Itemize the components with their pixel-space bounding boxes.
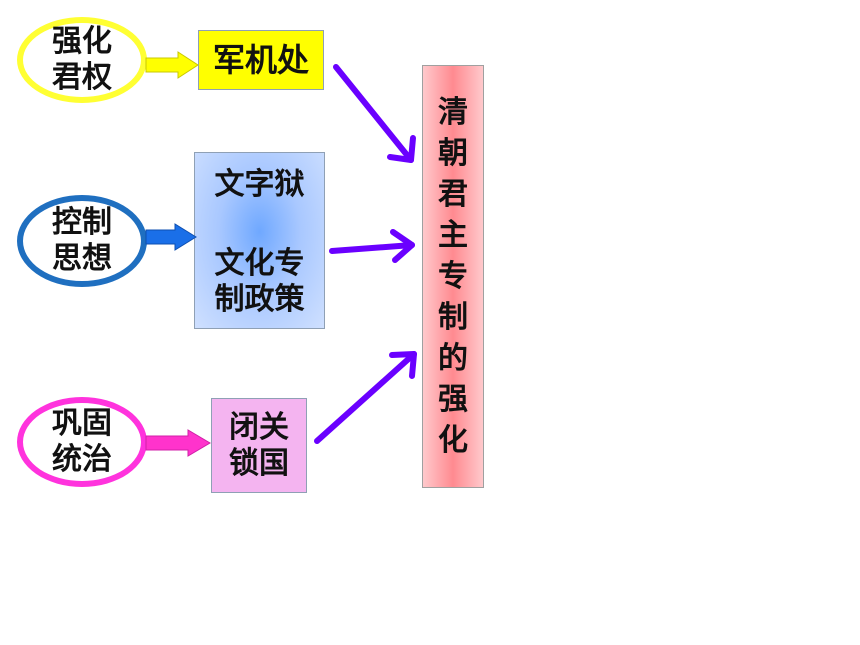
cause-text-line2: 思想 xyxy=(52,241,112,276)
block-arrow-yellow xyxy=(145,51,199,79)
measure-closed-door-box: 闭关 锁国 xyxy=(211,398,307,493)
purple-arrow-3 xyxy=(314,351,417,444)
measure-cultural-policy-box: 文字狱 文化专 制政策 xyxy=(194,152,325,329)
cause-text-line1: 控制 xyxy=(52,205,112,240)
measure-text-line2: 锁国 xyxy=(229,445,289,481)
measure-text-line2: 制政策 xyxy=(214,282,305,317)
cause-text-line2: 君权 xyxy=(52,60,112,95)
result-char: 清 xyxy=(438,95,468,130)
measure-text: 军机处 xyxy=(212,41,309,79)
result-char: 朝 xyxy=(438,136,468,171)
result-char: 的 xyxy=(438,341,468,376)
measure-grand-council-box: 军机处 xyxy=(198,30,324,90)
cause-consolidate-rule: 巩固 统治 xyxy=(17,397,147,487)
purple-arrow-2 xyxy=(329,229,415,263)
cause-control-thought: 控制 思想 xyxy=(17,195,147,287)
cause-text-line1: 强化 xyxy=(52,24,112,59)
measure-text-line1: 文化专 xyxy=(214,246,305,281)
cause-strengthen-imperial-power: 强化 君权 xyxy=(17,17,147,103)
result-char: 君 xyxy=(438,177,468,212)
result-char: 专 xyxy=(438,259,468,294)
purple-arrow-1 xyxy=(333,64,416,163)
result-char: 化 xyxy=(438,423,468,458)
cause-text-line2: 统治 xyxy=(52,442,112,477)
result-char: 强 xyxy=(438,382,468,417)
cause-text-line1: 巩固 xyxy=(52,406,112,441)
result-box: 清 朝 君 主 专 制 的 强 化 xyxy=(422,65,484,488)
result-char: 制 xyxy=(438,300,468,335)
measure-text-literary-inquisition: 文字狱 xyxy=(214,167,305,202)
measure-text-cultural-autocracy: 文化专 制政策 xyxy=(215,246,305,318)
block-arrow-pink xyxy=(145,429,211,457)
measure-text-line1: 闭关 xyxy=(229,409,289,445)
result-char: 主 xyxy=(438,218,468,253)
block-arrow-blue xyxy=(145,223,197,251)
